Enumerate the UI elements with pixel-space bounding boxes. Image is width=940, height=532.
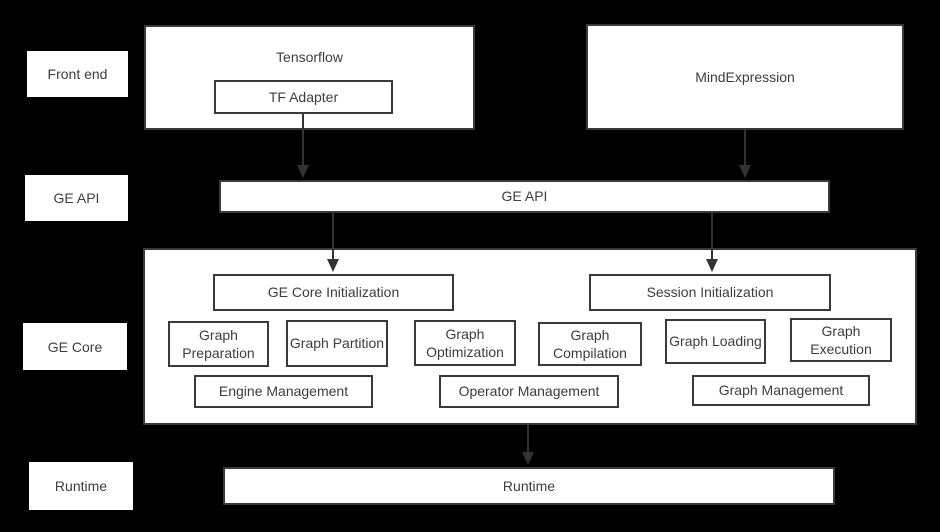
tf-adapter-label: TF Adapter [268,88,339,105]
arrow-head-icon [706,259,718,272]
session-initialization-label: Session Initialization [646,284,774,301]
row-label-runtime-text: Runtime [54,478,108,494]
row-label-front-end-text: Front end [47,66,108,82]
graph-preparation-label: Graph Preparation [182,326,255,361]
graph-management-box: Graph Management [692,375,870,406]
graph-execution-box: Graph Execution [790,318,892,362]
graph-loading-box: Graph Loading [665,319,766,364]
row-label-ge-api: GE API [25,175,128,221]
graph-compilation-box: Graph Compilation [538,322,642,366]
graph-optimization-box: Graph Optimization [414,320,516,366]
ge-api-bar: GE API [219,180,830,213]
arrow-ge-api-to-session-initialization-icon [706,212,718,272]
arrow-head-icon [327,259,339,272]
graph-optimization-label: Graph Optimization [426,325,504,360]
arrow-line [527,425,529,453]
operator-management-label: Operator Management [458,383,600,400]
graph-partition-label: Graph Partition [289,335,385,352]
arrow-line [302,114,304,166]
arrow-ge-core-to-runtime-icon [522,425,534,465]
arrow-mindexpression-to-ge-api-icon [739,130,751,178]
arrow-line [711,212,713,260]
row-label-front-end: Front end [27,51,128,97]
session-initialization-box: Session Initialization [589,274,831,311]
engine-management-label: Engine Management [218,383,349,400]
graph-management-label: Graph Management [718,382,844,399]
arrow-head-icon [522,452,534,465]
graph-preparation-box: Graph Preparation [168,321,269,367]
arrow-line [744,130,746,166]
graph-partition-box: Graph Partition [286,320,388,367]
arrow-ge-api-to-ge-core-initialization-icon [327,212,339,272]
arrow-line [332,212,334,260]
ge-core-initialization-box: GE Core Initialization [213,274,454,311]
runtime-bar: Runtime [223,467,835,505]
operator-management-box: Operator Management [439,375,619,408]
mindexpression-box: MindExpression [586,24,904,130]
tf-adapter-box: TF Adapter [214,80,393,114]
graph-compilation-label: Graph Compilation [553,326,627,361]
tensorflow-box: Tensorflow TF Adapter [144,25,475,130]
ge-core-box: GE Core Initialization Session Initializ… [143,248,917,425]
row-label-ge-core-text: GE Core [47,338,103,355]
tensorflow-label: Tensorflow [276,49,343,65]
ge-api-bar-label: GE API [501,188,548,205]
arrow-head-icon [297,165,309,178]
graph-execution-label: Graph Execution [810,322,872,357]
arrow-head-icon [739,165,751,178]
arrow-tf-adapter-to-ge-api-icon [297,114,309,178]
graph-loading-label: Graph Loading [669,333,762,350]
row-label-ge-api-text: GE API [53,190,100,206]
ge-core-initialization-label: GE Core Initialization [267,284,400,301]
engine-management-box: Engine Management [194,375,373,408]
runtime-bar-label: Runtime [502,477,556,494]
row-label-runtime: Runtime [29,462,133,510]
mindexpression-label: MindExpression [695,68,795,85]
row-label-ge-core: GE Core [23,323,127,370]
